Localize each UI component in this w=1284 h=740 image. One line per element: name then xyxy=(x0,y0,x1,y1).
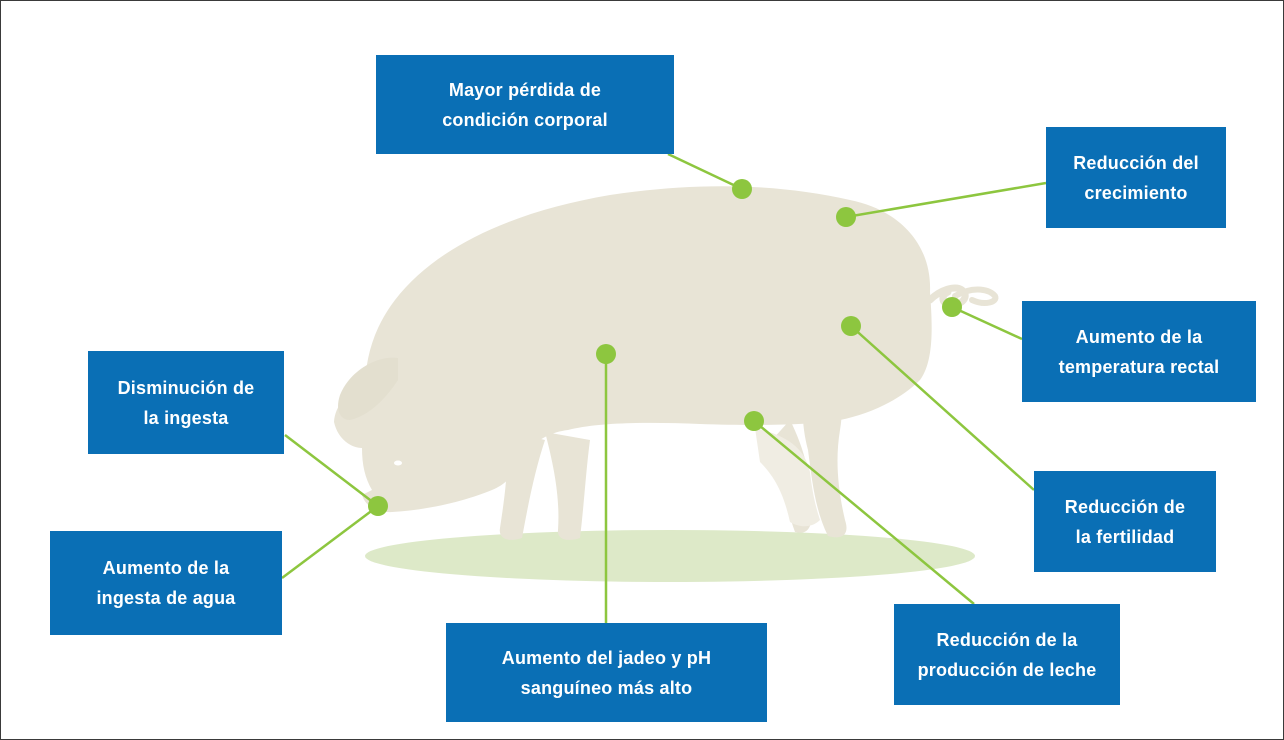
label-water-intake-line2: ingesta de agua xyxy=(96,588,236,608)
label-growth: Reducción del crecimiento xyxy=(1046,127,1226,228)
label-growth-line2: crecimiento xyxy=(1084,182,1188,203)
connector-water-intake xyxy=(281,505,379,579)
label-water-intake: Aumento de la ingesta de agua xyxy=(50,531,282,635)
label-body-condition-line1: Mayor pérdida de xyxy=(448,79,602,100)
label-milk-production: Reducción de la producción de leche xyxy=(894,604,1120,705)
connector-rectal-temp xyxy=(951,305,1023,341)
marker-body-condition-dot xyxy=(732,179,752,199)
label-milk-production-line1: Reducción de la xyxy=(936,629,1078,650)
connector-fertility xyxy=(850,325,1035,491)
label-intake-line2: la ingesta xyxy=(143,407,229,428)
label-panting-line1: Aumento del jadeo y pH xyxy=(501,647,712,668)
connector-milk-production xyxy=(753,420,975,605)
marker-dots xyxy=(368,179,962,516)
label-intake-line1: Disminución de xyxy=(117,377,255,398)
label-growth-line1: Reducción del xyxy=(1073,152,1199,173)
label-rectal-temp-line2: temperatura rectal xyxy=(1058,356,1220,377)
connector-intake xyxy=(284,434,379,507)
label-body-condition-line2: condición corporal xyxy=(442,109,608,130)
label-water-intake-line1: Aumento de la xyxy=(102,558,230,578)
label-milk-production-line2: producción de leche xyxy=(917,659,1097,680)
pig-silhouette xyxy=(334,186,999,540)
label-panting: Aumento del jadeo y pH sanguíneo más alt… xyxy=(446,623,767,722)
connector-body-condition xyxy=(667,152,743,191)
marker-fertility-dot xyxy=(841,316,861,336)
connector-lines xyxy=(281,152,1047,623)
label-intake: Disminución de la ingesta xyxy=(88,351,284,454)
label-fertility-line2: la fertilidad xyxy=(1075,526,1175,547)
label-rectal-temp-line1: Aumento de la xyxy=(1075,326,1203,347)
label-panting-line2: sanguíneo más alto xyxy=(520,677,693,698)
marker-panting-dot xyxy=(596,344,616,364)
marker-milk-production-dot xyxy=(744,411,764,431)
ground-shadow xyxy=(365,530,975,582)
marker-mouth-dot xyxy=(368,496,388,516)
label-rectal-temp: Aumento de la temperatura rectal xyxy=(1022,301,1256,402)
label-body-condition: Mayor pérdida de condición corporal xyxy=(376,55,674,154)
label-fertility-line1: Reducción de xyxy=(1064,496,1186,517)
marker-rectal-temp-dot xyxy=(942,297,962,317)
label-fertility: Reducción de la fertilidad xyxy=(1034,471,1216,572)
marker-growth-dot xyxy=(836,207,856,227)
connector-growth xyxy=(845,181,1047,219)
